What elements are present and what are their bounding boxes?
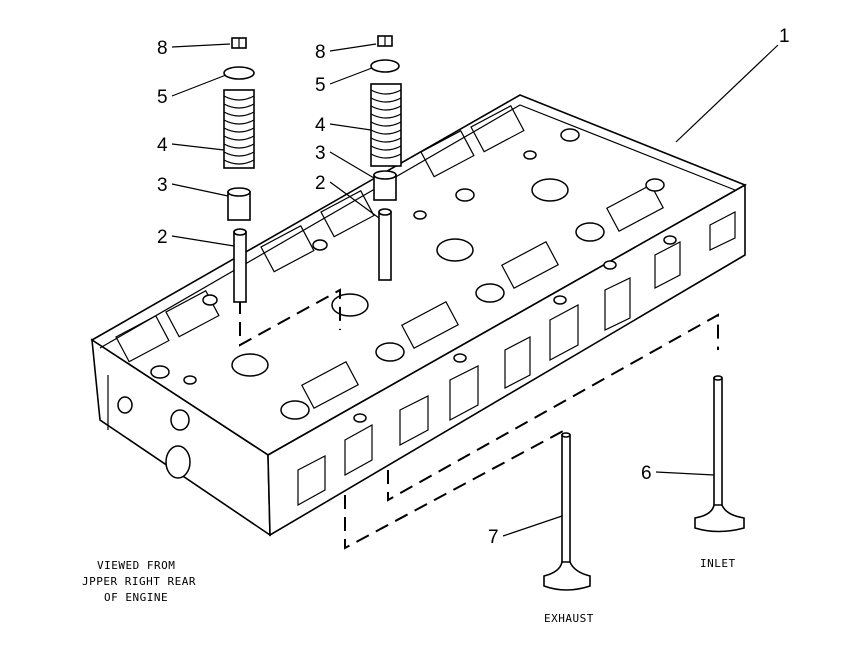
- valve-keeper-right: [377, 35, 393, 47]
- front-face-features: [107, 375, 191, 479]
- valve-guide-right: [378, 208, 392, 281]
- exhaust-valve: [543, 432, 591, 591]
- valve-keeper-left: [231, 37, 247, 49]
- spring-retainer-right: [370, 59, 400, 73]
- right-valve-stack: [370, 35, 402, 281]
- callout-5-right: 5: [315, 75, 326, 96]
- leader-lines: [171, 43, 779, 537]
- callout-6: 6: [641, 463, 652, 484]
- exhaust-label: EXHAUST: [544, 612, 594, 625]
- view-note-line-1: VIEWED FROM: [97, 559, 175, 572]
- callout-4-left: 4: [157, 135, 168, 156]
- valve-seal-right: [373, 170, 397, 201]
- spring-retainer-left: [223, 66, 255, 80]
- inlet-valve: [694, 375, 745, 533]
- top-face-holes: [150, 128, 677, 423]
- callout-8-right: 8: [315, 42, 326, 63]
- callout-4-right: 4: [315, 115, 326, 136]
- callout-5-left: 5: [157, 87, 168, 108]
- callout-2-right: 2: [315, 173, 326, 194]
- valve-seal-left: [227, 187, 251, 221]
- callout-2-left: 2: [157, 227, 168, 248]
- callout-8-left: 8: [157, 38, 168, 59]
- cylinder-head: [90, 94, 747, 537]
- view-note-line-3: OF ENGINE: [104, 591, 168, 604]
- side-face-ports: [297, 211, 736, 507]
- callout-1: 1: [779, 26, 790, 47]
- callout-3-left: 3: [157, 175, 168, 196]
- valve-spring-right: [370, 83, 402, 167]
- valve-spring-left: [223, 89, 255, 169]
- assembly-dashed-lines: [239, 288, 719, 550]
- view-note-line-2: JPPER RIGHT REAR: [82, 575, 196, 588]
- callout-numbers: 1 8 5 4 3 2 8 5 4 3 2 6 7: [157, 26, 790, 548]
- valve-guide-left: [233, 228, 247, 303]
- left-valve-stack: [223, 37, 255, 303]
- callout-3-right: 3: [315, 143, 326, 164]
- inlet-label: INLET: [700, 557, 736, 570]
- callout-7: 7: [488, 527, 499, 548]
- view-note: VIEWED FROM JPPER RIGHT REAR OF ENGINE: [82, 559, 196, 604]
